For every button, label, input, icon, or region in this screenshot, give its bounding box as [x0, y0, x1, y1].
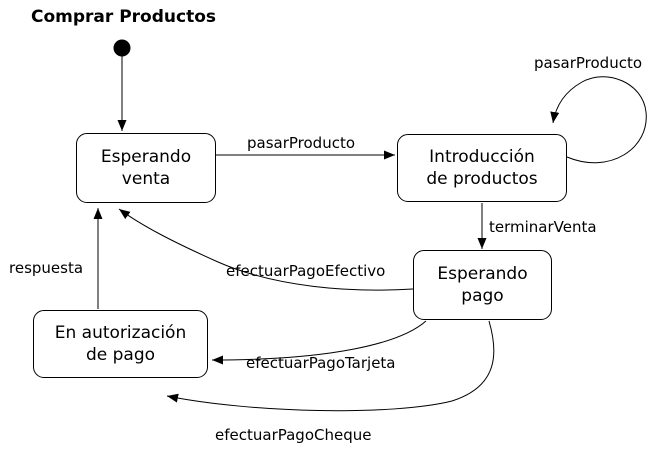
transition-label-pasar-producto: pasarProducto	[246, 134, 356, 152]
state-esperando-pago: Esperando pago	[413, 250, 552, 320]
arrow-efectuar-pago-efectivo	[118, 208, 414, 291]
diagram-title: Comprar Productos	[31, 7, 216, 27]
arrow-pasar-producto-self-loop	[550, 76, 647, 164]
transition-label-efectuar-pago-cheque: efectuarPagoCheque	[215, 426, 372, 444]
transition-label-terminar-venta: terminarVenta	[489, 218, 597, 236]
transition-label-respuesta: respuesta	[9, 259, 84, 277]
transition-label-pasar-producto-self: pasarProducto	[534, 54, 643, 72]
state-label: Introducción de productos	[426, 147, 538, 189]
state-label: Esperando pago	[437, 264, 528, 306]
state-esperando-venta: Esperando venta	[76, 133, 216, 203]
transition-label-efectuar-pago-efectivo: efectuarPagoEfectivo	[226, 262, 386, 280]
initial-state-dot	[113, 39, 131, 57]
transition-label-efectuar-pago-tarjeta: efectuarPagoTarjeta	[246, 354, 396, 372]
state-label: Esperando venta	[100, 147, 192, 189]
state-en-autorizacion-de-pago: En autorización de pago	[33, 310, 208, 378]
state-label: En autorización de pago	[54, 323, 187, 365]
arrow-efectuar-pago-cheque	[166, 320, 495, 412]
arrow-efectuar-pago-tarjeta	[211, 320, 427, 365]
state-introduccion-de-productos: Introducción de productos	[397, 134, 567, 202]
